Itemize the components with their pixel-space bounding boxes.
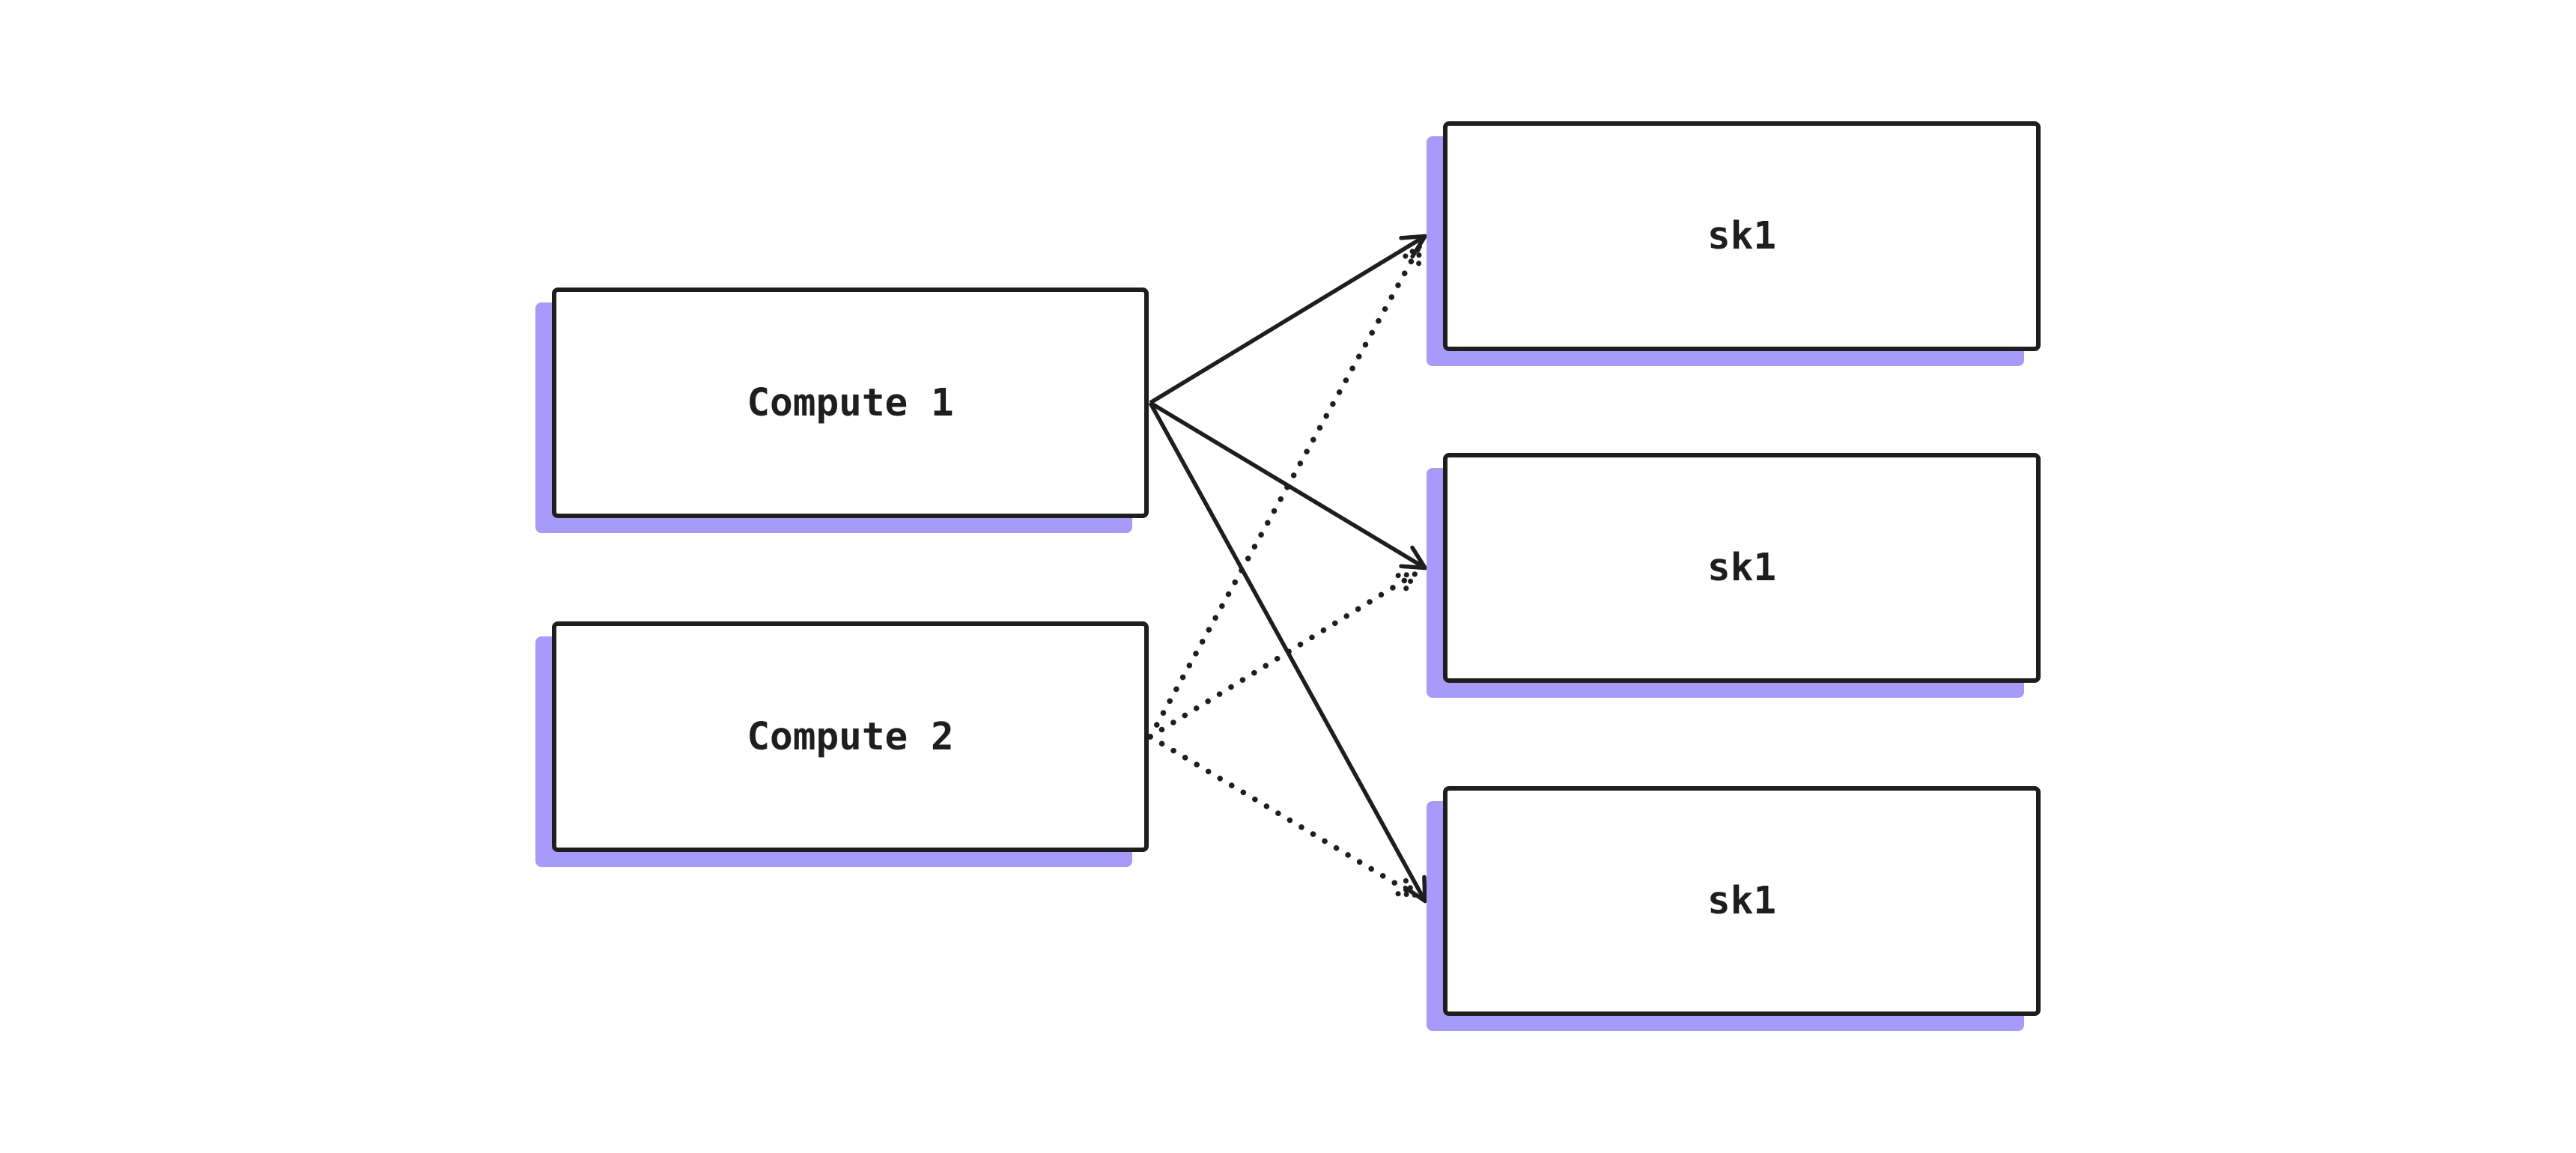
edge-compute2-to-sk1-top-dotted-arrow	[1147, 243, 1423, 740]
node-sk1-top: sk1	[1443, 121, 2041, 351]
node-compute-2-label: Compute 2	[747, 714, 954, 759]
node-sk1-middle: sk1	[1443, 453, 2041, 683]
edge-compute1-to-sk1-bottom-solid-arrow	[1148, 401, 1427, 904]
edge-compute1-to-sk1-middle-solid-arrow	[1149, 401, 1427, 571]
node-compute-2: Compute 2	[552, 621, 1149, 852]
node-compute-1: Compute 1	[552, 288, 1149, 518]
node-sk1-top-label: sk1	[1707, 214, 1777, 258]
edge-compute2-to-sk1-middle-dotted-arrow	[1147, 571, 1418, 740]
node-sk1-bottom: sk1	[1443, 786, 2041, 1016]
edge-compute2-to-sk1-bottom-dotted-arrow	[1147, 734, 1418, 898]
node-sk1-bottom-label: sk1	[1707, 879, 1777, 923]
node-sk1-middle-label: sk1	[1707, 546, 1777, 590]
edge-compute1-to-sk1-top-solid-arrow	[1149, 234, 1427, 405]
node-compute-1-label: Compute 1	[747, 380, 954, 425]
